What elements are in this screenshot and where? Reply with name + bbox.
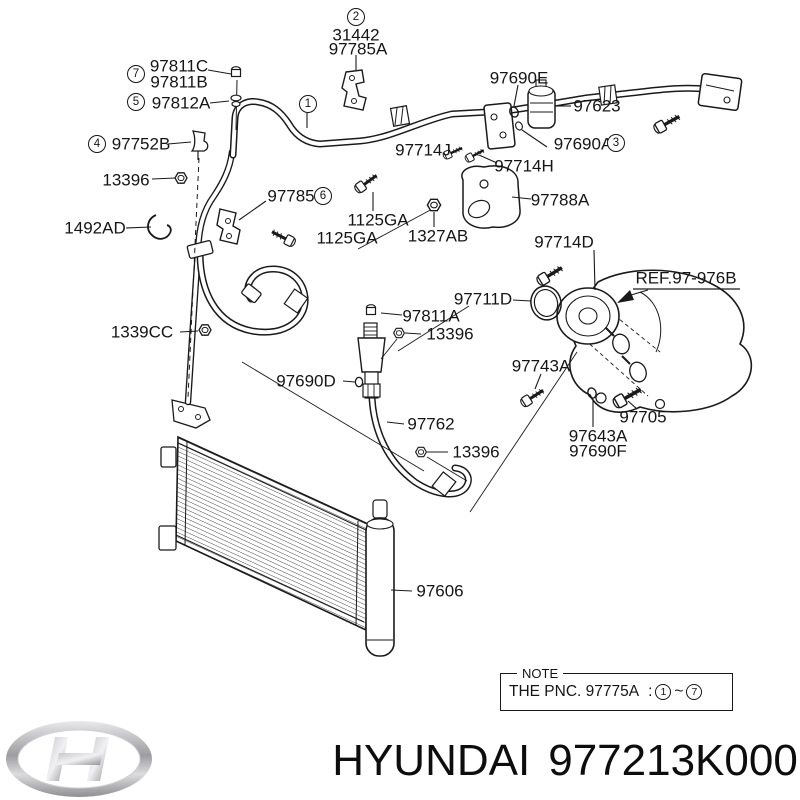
circled-number-2: 2 <box>347 8 365 26</box>
circled-number-1: 1 <box>299 95 317 113</box>
footer-part-number-line: HYUNDAI 977213K000 <box>323 736 800 786</box>
part-label-97811C: 97811C <box>149 56 209 76</box>
pipe-fittings-drawing <box>186 73 743 497</box>
part-label-97690E: 97690E <box>489 68 549 88</box>
note-range-end: 7 <box>686 684 703 700</box>
part-label-97743A: 97743A <box>511 356 571 376</box>
part-label-97714D: 97714D <box>534 232 594 252</box>
part-label-1125GA: 1125GA <box>316 228 378 248</box>
circled-number-5: 5 <box>127 93 145 111</box>
part-label-97623: 97623 <box>573 96 621 116</box>
part-label-1327AB: 1327AB <box>407 226 469 246</box>
note-pnc-text: THE PNC. 97775A <box>509 683 640 700</box>
part-label-13396: 13396 <box>452 442 500 462</box>
part-label-97690D: 97690D <box>276 371 336 391</box>
fasteners-drawing <box>174 66 684 458</box>
part-label-97785A: 97785A <box>328 39 388 59</box>
main-part-number: 977213K000 <box>548 736 798 785</box>
circled-number-4: 4 <box>88 135 106 153</box>
circled-number-6: 6 <box>314 187 332 205</box>
part-label-97812A: 97812A <box>151 93 211 113</box>
part-label-97752B: 97752B <box>111 134 171 154</box>
part-label-97811B: 97811B <box>150 72 208 92</box>
part-label-97705: 97705 <box>619 407 667 427</box>
part-label-97762: 97762 <box>407 414 455 434</box>
part-label-97690A: 97690A <box>553 134 613 154</box>
part-label-97606: 97606 <box>416 581 464 601</box>
note-title: NOTE <box>517 666 564 681</box>
part-label-1492AD: 1492AD <box>64 218 126 238</box>
compressor-drawing <box>556 269 753 413</box>
part-label-31442: 31442 <box>332 25 380 45</box>
part-label-97811A: 97811A <box>402 306 460 326</box>
ref-label-97-976B: REF.97-976B <box>635 268 737 288</box>
note-box: NOTE THE PNC. 97775A : 1 ~ 7 <box>500 666 733 711</box>
part-label-1125GA: 1125GA <box>347 210 409 230</box>
condenser-drawing <box>158 399 395 657</box>
part-label-97690F: 97690F <box>569 441 627 461</box>
hyundai-logo <box>6 721 152 797</box>
part-label-13396: 13396 <box>426 324 474 344</box>
circled-number-7: 7 <box>127 65 145 83</box>
brand-name: HYUNDAI <box>332 736 531 785</box>
brackets-drawing <box>147 69 556 245</box>
part-label-97714J: 97714J <box>395 140 451 160</box>
part-label-13396: 13396 <box>102 170 150 190</box>
circled-number-3: 3 <box>607 134 625 152</box>
part-label-97711D: 97711D <box>453 289 513 309</box>
note-colon: : <box>648 683 653 700</box>
part-label-97714H: 97714H <box>494 156 554 176</box>
note-range-start: 1 <box>655 684 672 700</box>
leader-lines <box>125 55 740 592</box>
part-label-97785: 97785 <box>267 186 315 206</box>
part-label-97643A: 97643A <box>568 426 628 446</box>
note-text: THE PNC. 97775A : 1 ~ 7 <box>509 683 703 701</box>
part-label-97788A: 97788A <box>530 190 590 210</box>
part-label-1339CC: 1339CC <box>110 322 174 342</box>
note-range-tilde: ~ <box>674 683 684 700</box>
